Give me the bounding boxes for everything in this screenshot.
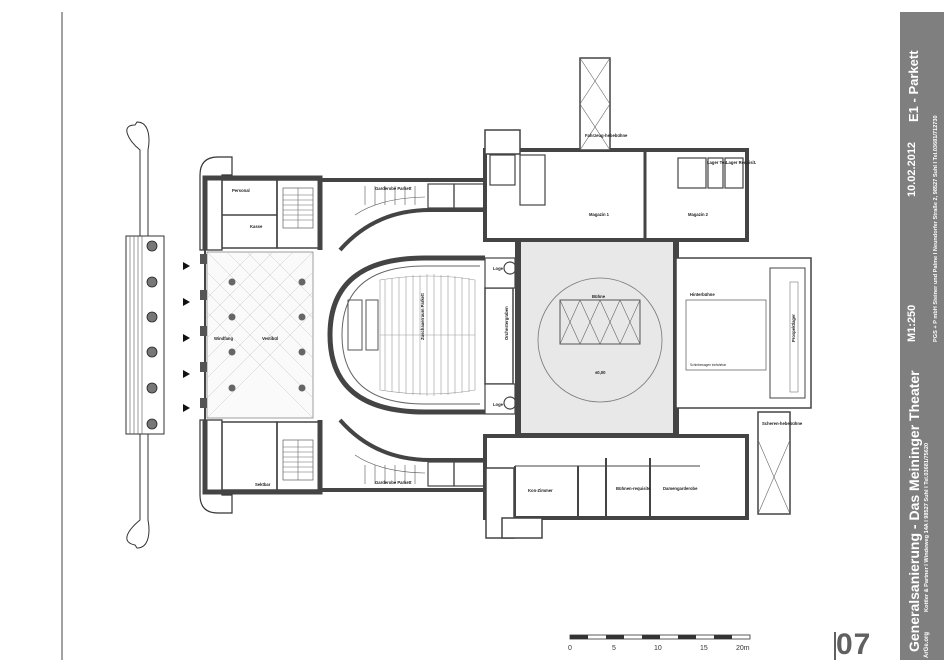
label-sektbar: Sektbar — [255, 482, 271, 487]
label-loge-top: Loge — [493, 266, 504, 271]
title-date: 10.02.2012 — [906, 141, 918, 197]
title-scale: M1:250 — [906, 304, 918, 342]
scale-label-10: 10 — [654, 645, 662, 652]
revolve — [537, 277, 663, 403]
auditorium-seating — [379, 274, 476, 396]
stair-top-left — [282, 187, 314, 229]
sheet-number: 07 — [836, 628, 872, 661]
vestibule-floor — [206, 251, 314, 419]
title-sheet: E1 - Parkett — [906, 50, 921, 122]
stair-bottom-left — [282, 439, 314, 481]
sektbar-rooms — [221, 421, 321, 491]
hinterbuehne — [675, 257, 812, 409]
scale-label-5: 5 — [612, 645, 616, 652]
scale-label-0: 0 — [568, 645, 572, 652]
label-vestibuel: Vestibül — [262, 336, 278, 341]
label-scheren: Scheren-hebebühne — [762, 421, 803, 426]
label-zuschauerraum: Zuschauerraum Parkett — [420, 293, 425, 340]
colonnade-columns — [146, 240, 158, 430]
north-stairs — [489, 154, 744, 206]
south-block — [483, 434, 749, 520]
auditorium-boxes — [347, 299, 379, 351]
north-tower — [484, 129, 521, 155]
scale-label-20: 20m — [736, 645, 750, 652]
entry-arrows — [183, 262, 190, 412]
schiebewagen — [685, 299, 767, 371]
orchestra-pit — [484, 287, 514, 385]
vestibule-columns — [228, 278, 306, 392]
garderobe-top-wall — [320, 178, 487, 252]
label-magazin-1: Magazin 1 — [589, 212, 610, 217]
label-prospektlager: Prospektlager — [791, 314, 796, 342]
label-kasse: Kasse — [250, 224, 263, 229]
garderobe-bottom-wall — [320, 418, 487, 492]
prospektlager-rack — [789, 281, 799, 393]
personal-kasse-rooms — [221, 179, 321, 249]
label-kon-zimmer: Kon-Zimmer — [528, 488, 553, 493]
label-lager-requisit: Lager Requisit. — [726, 160, 756, 165]
scale-label-15: 15 — [700, 645, 708, 652]
label-buehnenrequisite: Bühnen-requisite — [616, 486, 651, 491]
title-firm-1: Kottler & Partner I Windeweg 14A I 98527… — [924, 442, 930, 612]
label-lager-tex: Lager Tex. — [707, 160, 728, 165]
label-buehne: Bühne — [592, 294, 606, 299]
label-level: ±0,00 — [595, 370, 606, 375]
colonnade-hatching — [129, 236, 143, 434]
room-labels: Personal Kasse Garderobe Parkett Gardero… — [214, 133, 803, 493]
label-magazin-2: Magazin 2 — [688, 212, 709, 217]
logen — [484, 257, 517, 415]
label-loge-bottom: Loge — [493, 402, 504, 407]
label-fahrzeug: Fahrzeug-hebebühne — [585, 133, 628, 138]
auditorium-inner — [341, 265, 480, 405]
label-orchestergraben: Orchestergraben — [504, 306, 509, 340]
label-windfang: Windfang — [214, 336, 233, 341]
garderobe-counters — [354, 186, 426, 484]
sheet-number-bar — [834, 632, 836, 660]
label-garderobe-top: Garderobe Parkett — [375, 186, 412, 191]
label-personal: Personal — [232, 188, 250, 193]
stage-house — [515, 233, 679, 439]
label-hinterbuehne: Hinterbühne — [690, 292, 715, 297]
title-firm-2: PGS + P mbH Steiner und Palme I Neundorf… — [933, 115, 939, 342]
prospektlager — [769, 267, 806, 399]
scheren-cross — [757, 439, 791, 515]
colonnade — [125, 235, 165, 435]
scheren-shaft — [757, 411, 791, 515]
title-project: Generalsanierung - Das Meininger Theater — [906, 370, 922, 652]
label-schiebewagen: Schiebewagen einfahrbar — [690, 363, 727, 367]
south-tower — [501, 517, 543, 539]
south-dividers — [514, 458, 700, 516]
title-org: ArGe.org — [924, 631, 930, 658]
title-block: Generalsanierung - Das Meininger Theater… — [900, 12, 944, 660]
label-garderobe-bottom: Garderobe Parkett — [375, 480, 412, 485]
scale-bar: 0 5 10 15 20m — [568, 634, 751, 652]
stage-lift-cross — [559, 299, 641, 345]
fahrzeug-cross — [579, 57, 611, 151]
entrance-canopy — [126, 121, 150, 549]
windfang-piers — [200, 254, 207, 408]
label-damengarderobe: Damengarderobe — [663, 486, 698, 491]
